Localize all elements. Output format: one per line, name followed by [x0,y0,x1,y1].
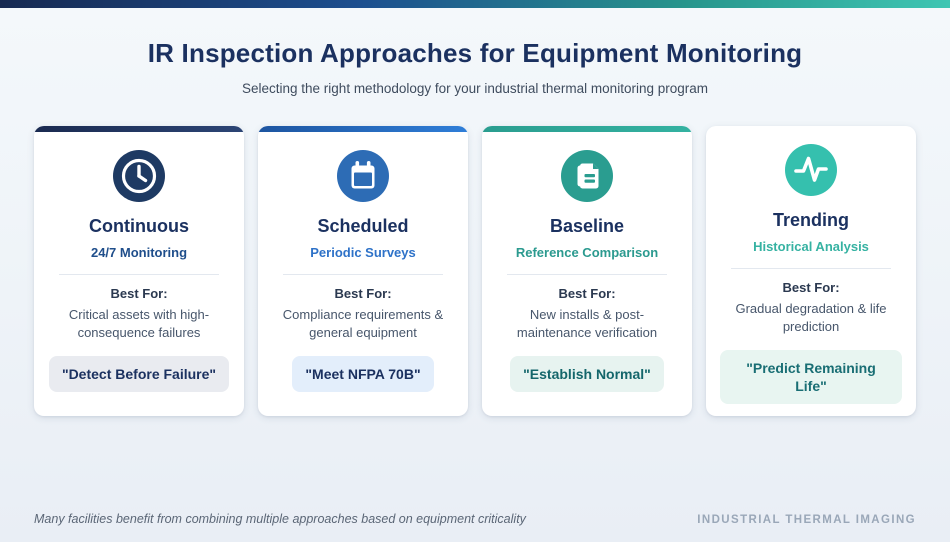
card-accent-bar [258,126,468,132]
tagline-badge: "Predict Remaining Life" [720,349,902,405]
footer-brand: INDUSTRIAL THERMAL IMAGING [697,514,916,526]
best-for-text: New installs & post-maintenance verifica… [516,307,658,341]
card-title: Continuous [89,216,189,236]
tagline-badge: "Detect Before Failure" [48,355,230,393]
footer: Many facilities benefit from combining m… [34,512,916,526]
clock-icon [113,150,165,202]
page-title: IR Inspection Approaches for Equipment M… [147,38,803,68]
divider [730,268,892,269]
best-for-label: Best For: [334,286,392,301]
card-subtitle: 24/7 Monitoring [90,245,188,260]
card-title: Trending [773,210,849,230]
card-subtitle: Periodic Surveys [310,245,416,260]
card-subtitle: Reference Comparison [515,245,659,260]
approach-cards: Continuous 24/7 Monitoring Best For: Cri… [34,126,916,416]
best-for-label: Best For: [110,286,168,301]
page-header: IR Inspection Approaches for Equipment M… [0,38,950,96]
card-title: Baseline [549,216,625,236]
card-accent-bar [34,126,244,132]
best-for-text: Gradual degradation & life prediction [735,301,887,335]
best-for-label: Best For: [782,280,840,295]
card-scheduled: Scheduled Periodic Surveys Best For: Com… [258,126,468,416]
best-for-label: Best For: [558,286,616,301]
calendar-icon [337,150,389,202]
best-for-text: Compliance requirements & general equipm… [282,307,444,341]
document-icon [561,150,613,202]
divider [506,274,668,275]
brand-gradient-bar [0,0,950,8]
tagline-badge: "Meet NFPA 70B" [292,355,434,393]
pulse-icon [785,144,837,196]
card-subtitle: Historical Analysis [753,239,869,254]
card-trending: Trending Historical Analysis Best For: G… [706,126,916,416]
card-baseline: Baseline Reference Comparison Best For: … [482,126,692,416]
divider [282,274,444,275]
best-for-text: Critical assets with high-consequence fa… [68,307,210,341]
card-accent-bar [482,126,692,132]
tagline-badge: "Establish Normal" [510,355,664,393]
card-title: Scheduled [317,216,409,236]
footer-note: Many facilities benefit from combining m… [34,512,526,526]
divider [58,274,220,275]
page-subtitle: Selecting the right methodology for your… [242,81,708,96]
card-continuous: Continuous 24/7 Monitoring Best For: Cri… [34,126,244,416]
